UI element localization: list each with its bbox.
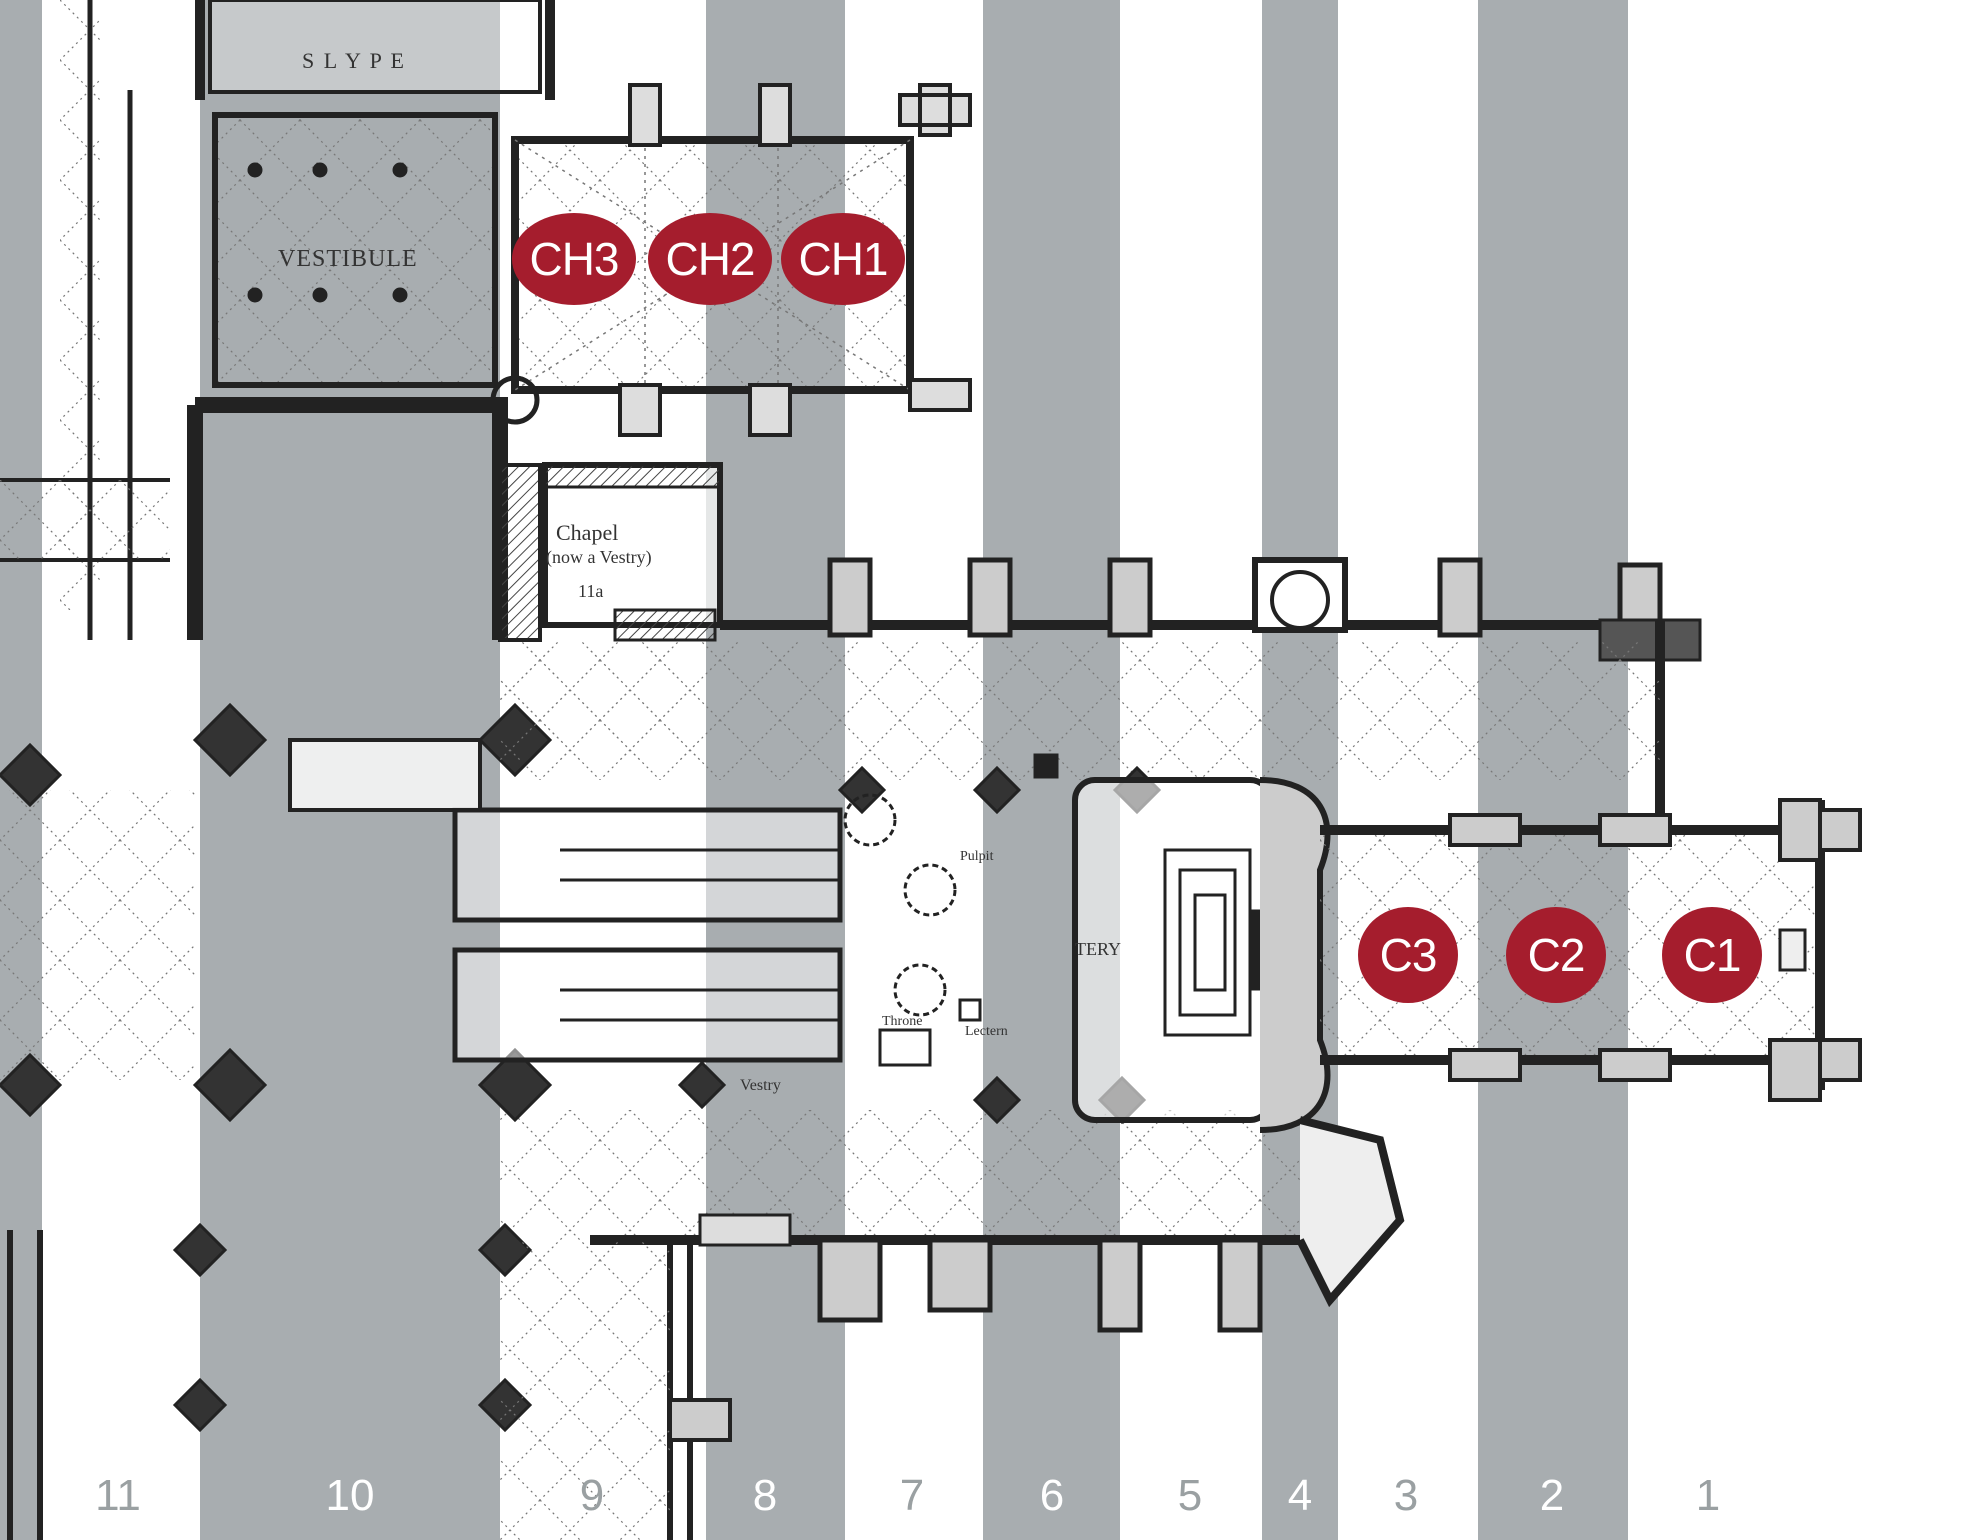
marker-c3 — [1358, 907, 1458, 1003]
label-pulpit: Pulpit — [960, 849, 994, 864]
choir-furnishings — [843, 753, 1059, 1067]
marker-label-ch3: CH3 — [529, 233, 618, 285]
column-number: 8 — [753, 1471, 777, 1520]
marker-label-ch1: CH1 — [798, 233, 887, 285]
south-choir-aisle — [500, 1110, 1300, 1240]
chapter-house-markers: CH3 CH2 CH1 — [512, 213, 905, 305]
plan-drawing — [0, 0, 1862, 1540]
label-slype: S L Y P E — [302, 48, 406, 73]
column-number: 9 — [580, 1471, 604, 1520]
marker-c1 — [1662, 907, 1762, 1003]
label-vestibule: VESTIBULE — [278, 246, 418, 272]
presbytery — [1072, 777, 1331, 1133]
label-lectern: Lectern — [965, 1024, 1008, 1039]
label-vestry: Vestry — [740, 1077, 781, 1094]
marker-label-c3: C3 — [1380, 929, 1437, 981]
marker-ch1 — [781, 213, 905, 305]
marker-label-c1: C1 — [1684, 929, 1741, 981]
plan-labels: S L Y P E VESTIBULE Chapel (now a Vestry… — [278, 48, 1121, 1094]
marker-label-ch2: CH2 — [665, 233, 754, 285]
choir-markers: C3 C2 C1 — [1358, 907, 1762, 1003]
label-presbytery-fragment: TERY — [1075, 939, 1121, 959]
choir-stalls — [452, 807, 843, 1063]
column-number: 7 — [900, 1471, 924, 1520]
label-chapel-number: 11a — [578, 581, 603, 601]
column-numbers: 11 10 9 8 7 6 5 4 3 2 1 — [95, 1471, 1720, 1520]
label-chapel-now-vestry: (now a Vestry) — [546, 547, 652, 568]
column-number: 4 — [1288, 1471, 1312, 1520]
vestibule — [212, 112, 498, 388]
chapel — [542, 462, 723, 642]
column-number: 10 — [326, 1471, 375, 1520]
marker-c2 — [1506, 907, 1606, 1003]
label-chapel: Chapel — [556, 520, 618, 545]
label-throne: Throne — [882, 1014, 922, 1029]
transept-vault — [288, 738, 482, 812]
slype — [195, 0, 555, 100]
marker-ch3 — [512, 213, 636, 305]
column-number: 6 — [1040, 1471, 1064, 1520]
south-aisle-wall — [590, 1116, 1405, 1333]
column-number: 2 — [1540, 1471, 1564, 1520]
marker-ch2 — [648, 213, 772, 305]
column-number: 5 — [1178, 1471, 1202, 1520]
column-number: 11 — [95, 1471, 141, 1520]
marker-label-c2: C2 — [1528, 929, 1585, 981]
south-cloister — [0, 790, 732, 1540]
crossing-vault — [500, 650, 700, 760]
north-aisle-wall — [720, 557, 1702, 820]
cloister-walk — [0, 0, 170, 640]
column-number: 3 — [1394, 1471, 1418, 1520]
column-number: 1 — [1696, 1471, 1720, 1520]
